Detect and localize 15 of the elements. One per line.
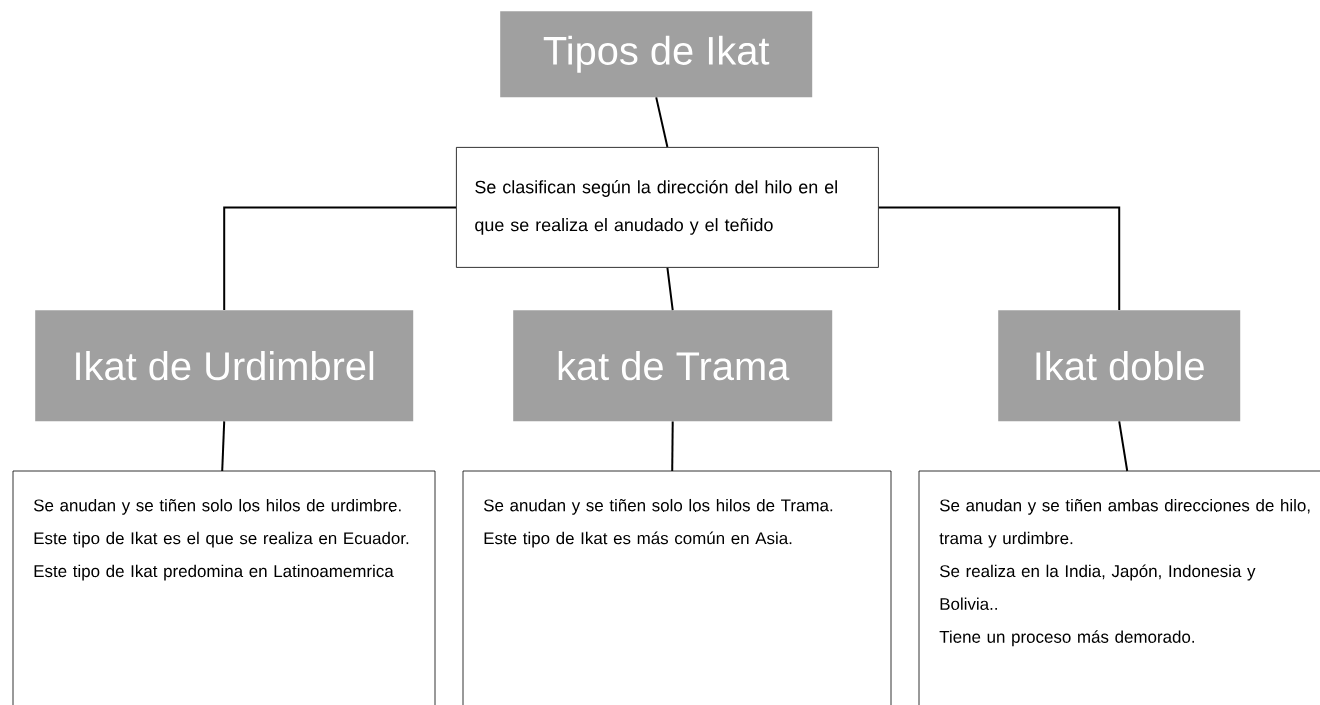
- connector: [877, 206, 1121, 311]
- note-box: Se clasifican según la dirección del hilo en el que se realiza el anudado y el teñido: [456, 147, 879, 268]
- description-box: Se anudan y se tiñen solo los hilos de Trama. Este tipo de Ikat es más común en Asia.: [462, 470, 892, 705]
- title-box: kat de Trama: [513, 310, 833, 422]
- connector: [671, 420, 674, 472]
- connector: [223, 206, 457, 311]
- connector: [221, 420, 226, 472]
- title-box: Ikat doble: [998, 310, 1241, 422]
- title-box: Tipos de Ikat: [500, 11, 813, 98]
- description-box: Se anudan y se tiñen ambas direcciones de hilo, trama y urdimbre. Se realiza en la India, Japón, Indonesia y Bolivia.. Tiene un proceso más demorado.: [918, 470, 1320, 705]
- connector: [655, 96, 669, 148]
- connector: [1118, 420, 1129, 472]
- description-box: Se anudan y se tiñen solo los hilos de urdimbre. Este tipo de Ikat es el que se realiza en Ecuador. Este tipo de Ikat predomina en Latinoamemrica: [12, 470, 436, 705]
- title-box: Ikat de Urdimbrel: [35, 310, 414, 422]
- connector: [666, 266, 674, 311]
